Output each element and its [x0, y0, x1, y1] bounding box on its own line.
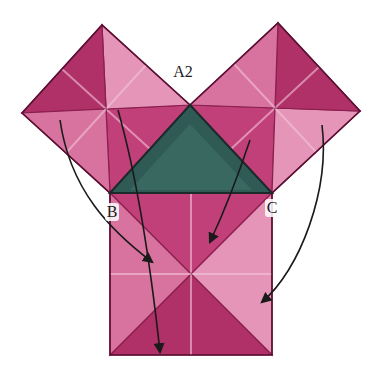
crease-line — [190, 193, 192, 274]
crease-line — [275, 67, 319, 108]
crease-line — [191, 273, 272, 275]
folded-squares — [22, 23, 360, 355]
crease-line — [106, 109, 150, 149]
vertex-label: A2 — [171, 63, 195, 81]
fold-arrow — [60, 120, 152, 262]
vertex-label: C — [265, 199, 280, 217]
crease-line — [106, 65, 146, 109]
fold-arrow — [210, 140, 250, 242]
vertex-label: B — [105, 203, 120, 221]
crease-line — [231, 108, 275, 149]
fold-arrows — [60, 110, 323, 352]
crease-line — [275, 108, 316, 152]
triangle-shade — [130, 124, 252, 190]
fold-arrow — [262, 125, 323, 302]
crease-line — [66, 109, 106, 153]
crease-line — [190, 274, 192, 355]
crease-line — [234, 64, 275, 108]
fold-arrow — [118, 110, 160, 352]
square-outline — [110, 193, 272, 355]
crease-line — [62, 69, 106, 109]
